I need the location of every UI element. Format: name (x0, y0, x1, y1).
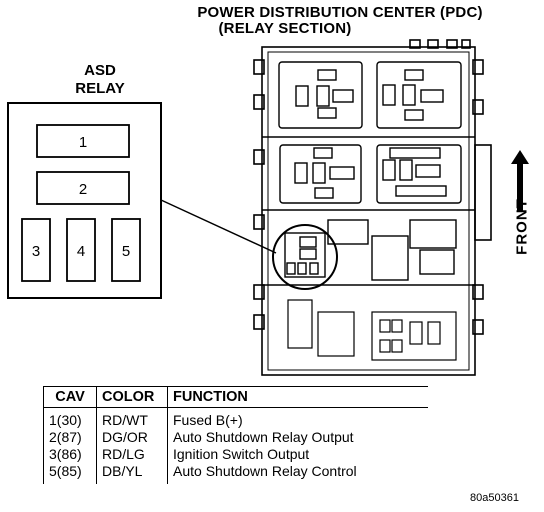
lower-section (287, 299, 457, 361)
header-cav: CAV (43, 386, 97, 408)
cell-color: DB/YL (96, 463, 168, 484)
terminal-4-outline (66, 218, 96, 282)
figure-id: 80a50361 (470, 492, 519, 504)
cell-function: Ignition Switch Output (173, 446, 310, 462)
cell-cav: 2(87) (43, 429, 97, 446)
front-label: FRONT (513, 198, 531, 255)
table-row: 3(86) RD/LG Ignition Switch Output (43, 446, 429, 463)
asd-relay-highlight (272, 224, 338, 290)
cell-cav: 3(86) (43, 446, 97, 463)
cell-function: Auto Shutdown Relay Output (173, 429, 354, 445)
terminal-1-label: 1 (79, 134, 87, 151)
cell-color: RD/LG (96, 446, 168, 463)
terminal-2-label: 2 (79, 181, 87, 198)
terminal-3-outline (21, 218, 51, 282)
cell-color: RD/WT (96, 407, 168, 429)
diagram-title: POWER DISTRIBUTION CENTER (PDC) (197, 4, 483, 21)
pinout-table: CAV COLOR FUNCTION 1(30) RD/WT Fused B(+… (43, 386, 428, 484)
cell-function: Auto Shutdown Relay Control (173, 463, 357, 479)
table-row: 5(85) DB/YL Auto Shutdown Relay Control (43, 463, 429, 484)
terminal-5-outline (111, 218, 141, 282)
terminal-5-label: 5 (122, 243, 130, 260)
middle-relays (272, 219, 457, 290)
terminal-2-outline (36, 171, 130, 205)
leader-line (160, 199, 277, 254)
table-header-row: CAV COLOR FUNCTION (43, 386, 428, 408)
diagram-subtitle: (RELAY SECTION) (218, 20, 352, 37)
asd-label-line1: ASD (84, 62, 116, 79)
asd-relay-enlarged (7, 102, 162, 299)
terminal-4-label: 4 (77, 243, 85, 260)
cell-function: Fused B(+) (173, 412, 243, 428)
terminal-3-label: 3 (32, 243, 40, 260)
cell-cav: 5(85) (43, 463, 97, 484)
cell-cav: 1(30) (43, 407, 97, 429)
table-row: 2(87) DG/OR Auto Shutdown Relay Output (43, 429, 429, 446)
upper-relays (278, 61, 462, 204)
front-arrow-icon (511, 150, 529, 212)
header-function: FUNCTION (167, 386, 428, 408)
terminal-1-outline (36, 124, 130, 158)
table-row: 1(30) RD/WT Fused B(+) (43, 407, 429, 429)
header-color: COLOR (96, 386, 168, 408)
pdc-housing (253, 39, 492, 376)
cell-color: DG/OR (96, 429, 168, 446)
asd-label-line2: RELAY (75, 80, 125, 97)
